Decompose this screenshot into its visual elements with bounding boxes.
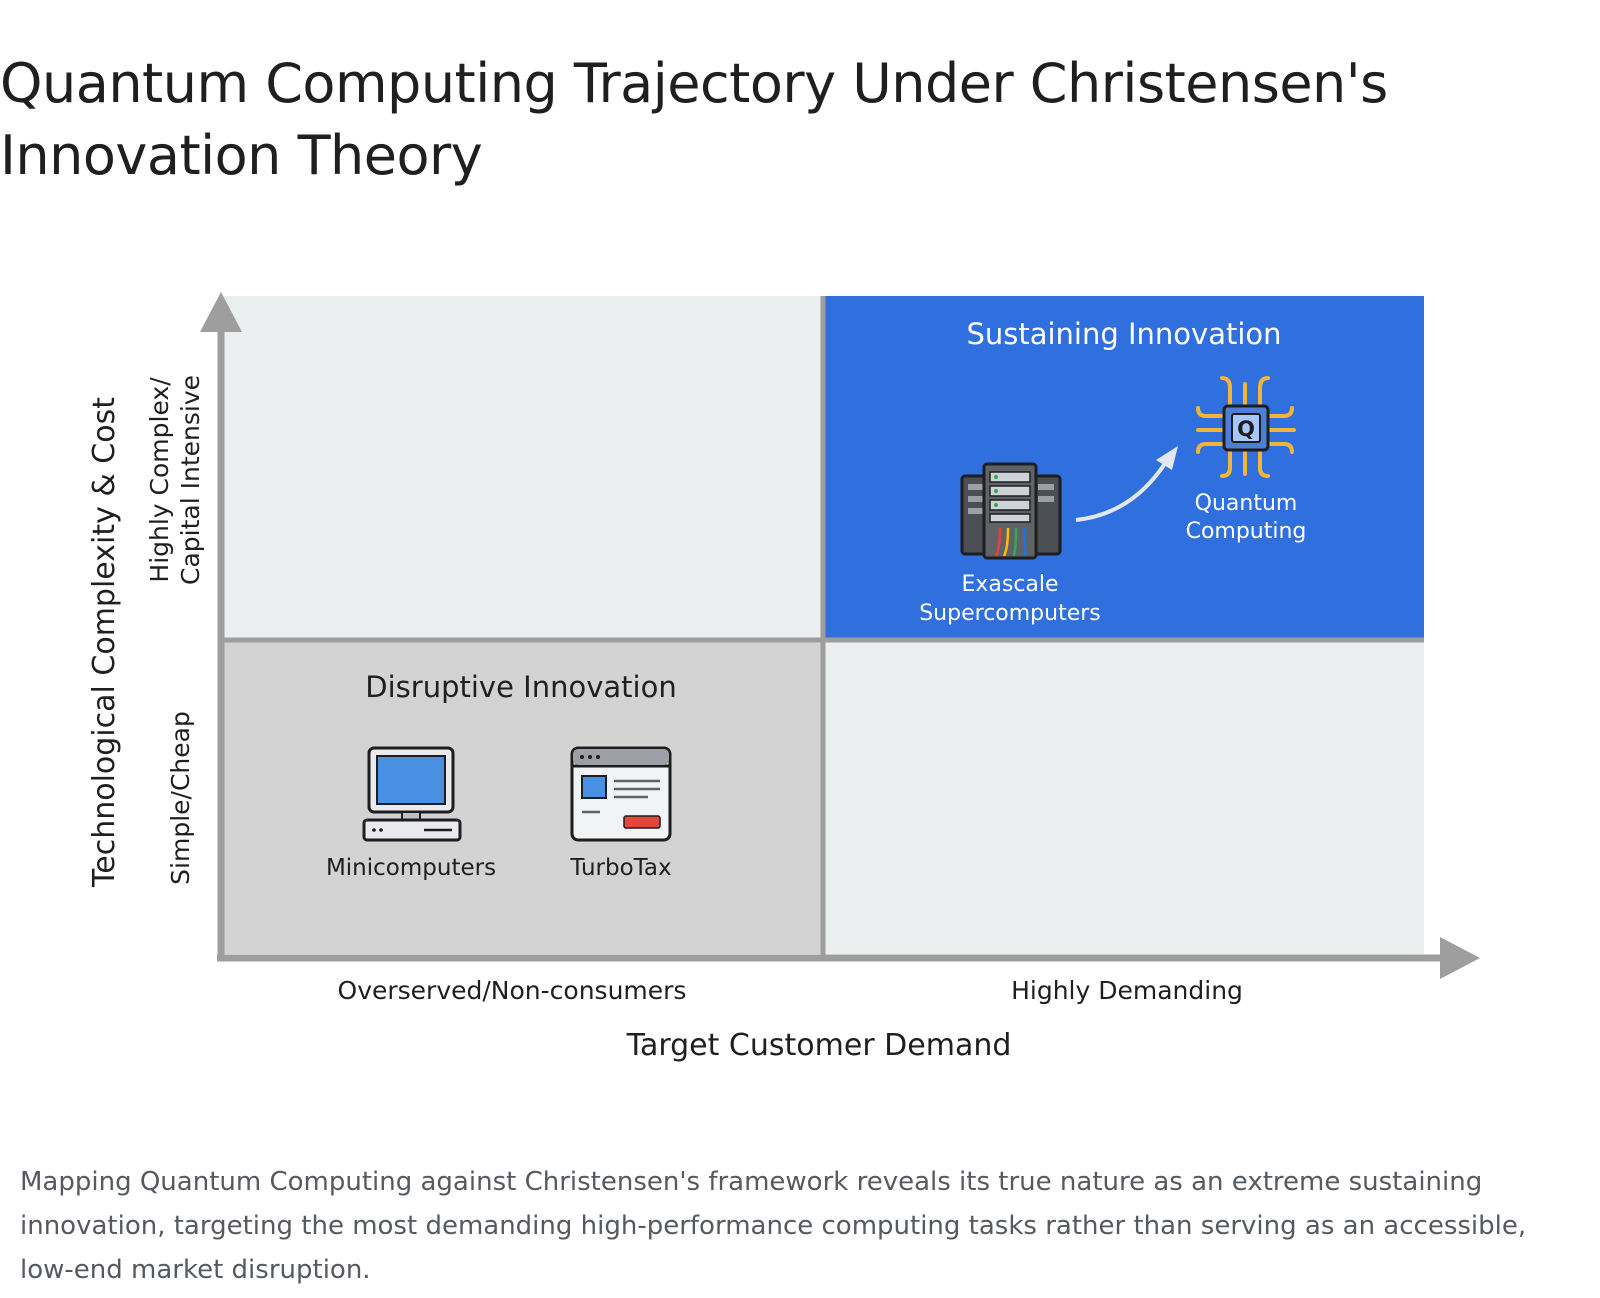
x-tick-high: Highly Demanding	[1011, 976, 1243, 1005]
x-axis-title: Target Customer Demand	[626, 1028, 1012, 1063]
quantum-chip-core	[1231, 413, 1261, 443]
trajectory-arrowhead	[1156, 446, 1178, 470]
quantum-label-line1: Quantum	[1195, 491, 1298, 516]
quantum-label-line2: Computing	[1186, 519, 1307, 544]
disruptive-innovation-title: Disruptive Innovation	[365, 670, 676, 704]
quadrant-top-left	[224, 296, 822, 640]
y-axis-arrowhead	[200, 292, 242, 332]
page-title: Quantum Computing Trajectory Under Chris…	[0, 52, 1388, 187]
quadrant-sustaining-innovation	[824, 296, 1424, 640]
y-tick-high-line2: Capital Intensive	[176, 375, 205, 585]
x-axis-arrowhead	[1440, 937, 1480, 979]
trajectory-arrow	[1075, 460, 1168, 522]
minicomputers-label: Minicomputers	[326, 855, 496, 881]
figure-caption: Mapping Quantum Computing against Christ…	[20, 1167, 1527, 1285]
turbotax-label: TurboTax	[569, 855, 671, 881]
exascale-label-line2: Supercomputers	[919, 601, 1101, 626]
y-tick-high-line1: Highly Complex/	[145, 377, 174, 583]
quadrant-disruptive-innovation	[224, 642, 822, 954]
exascale-label-line1: Exascale	[961, 572, 1058, 597]
x-tick-low: Overserved/Non-consumers	[338, 976, 687, 1005]
sustaining-innovation-title: Sustaining Innovation	[966, 317, 1281, 351]
innovation-matrix-diagram: Technological Complexity & Cost Highly C…	[87, 292, 1480, 1063]
y-axis-title: Technological Complexity & Cost	[87, 397, 122, 888]
quadrant-bottom-right	[824, 642, 1424, 954]
y-tick-low: Simple/Cheap	[166, 711, 195, 885]
computer-monitor-icon	[362, 746, 462, 842]
quantum-chip-icon	[1196, 376, 1296, 478]
software-window-icon	[570, 746, 672, 842]
server-rack-icon	[960, 462, 1062, 560]
quantum-chip-letter: Q	[1237, 417, 1255, 441]
